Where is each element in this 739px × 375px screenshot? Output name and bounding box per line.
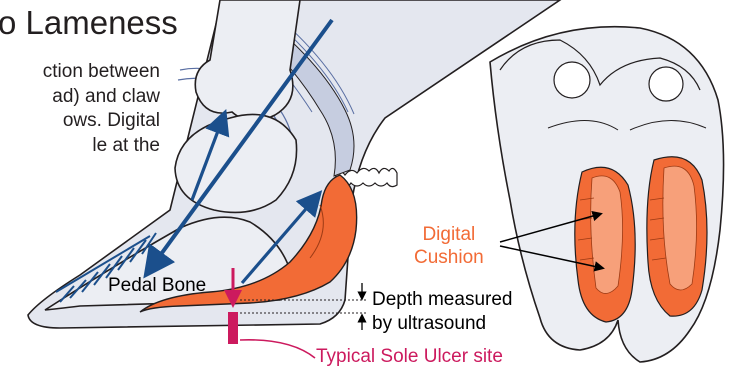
sole-ulcer-label: Typical Sole Ulcer site [316,346,503,368]
claw-underside-view [490,27,724,362]
pedal-bone-label: Pedal Bone [108,275,206,297]
depth-label: Depth measured by ultrasound [372,288,512,336]
cushion-label-line2: Cushion [414,246,484,269]
sole-ulcer-marker [228,312,238,344]
pastern-bone [195,0,300,121]
digital-cushion-label: Digital Cushion [414,223,484,269]
cushion-label-line1: Digital [414,223,484,246]
depth-label-line2: by ultrasound [372,312,512,336]
ulcer-leader-line [240,340,315,358]
depth-label-line1: Depth measured [372,288,512,312]
